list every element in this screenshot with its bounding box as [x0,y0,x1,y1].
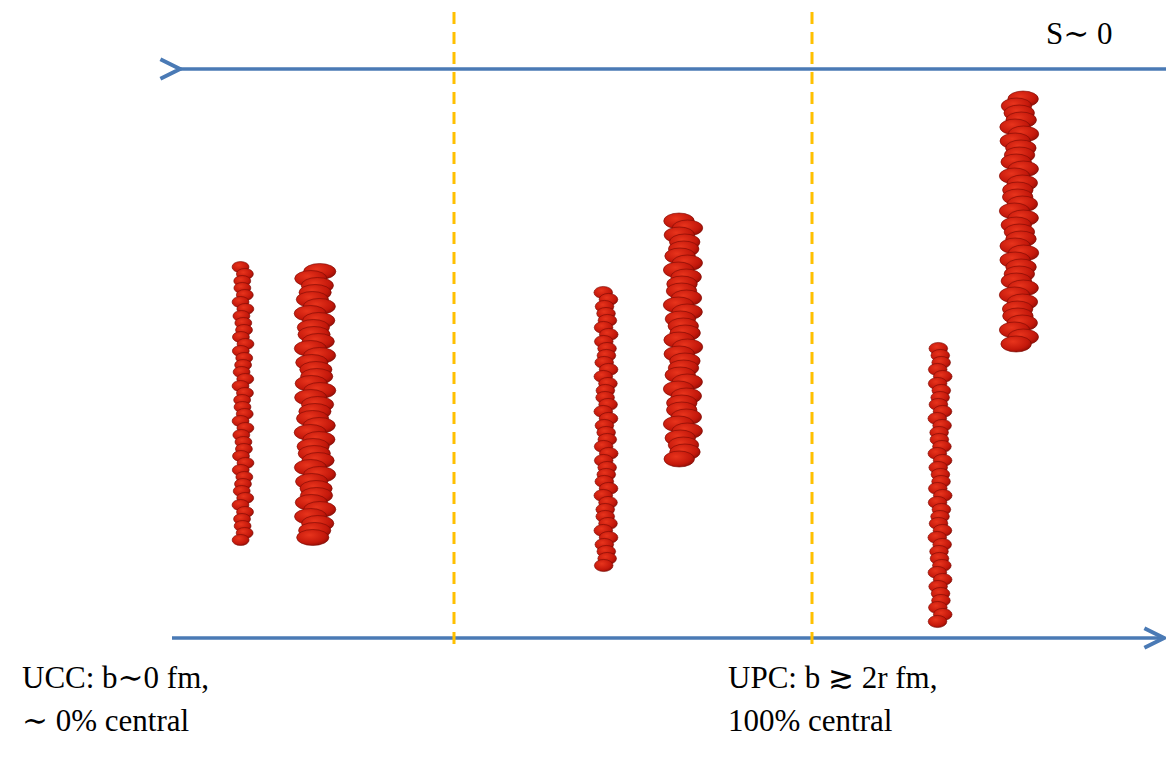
nucleus [594,286,618,571]
nucleus [928,342,952,627]
nucleon [1001,336,1032,352]
nuclei [232,91,1039,628]
caption-label: UCC: b∼0 fm, [22,660,209,696]
caption-label: 100% central [728,703,892,739]
nucleus [999,91,1039,352]
nucleon [594,559,613,571]
time-arrow [180,67,1166,71]
nucleus [663,213,703,467]
nucleon [232,535,249,546]
nucleon [297,530,329,546]
caption-label: ∼ 0% central [22,703,189,739]
divider [453,12,456,652]
nucleus [232,262,254,546]
divider [811,12,814,652]
nucleus [294,264,336,546]
nucleon [664,451,695,467]
caption-label: UPC: b ≳ 2r fm, [728,660,937,696]
nucleon [928,615,947,627]
impact-arrow [172,636,1164,640]
axis-label: S∼ 0 [1046,16,1112,52]
